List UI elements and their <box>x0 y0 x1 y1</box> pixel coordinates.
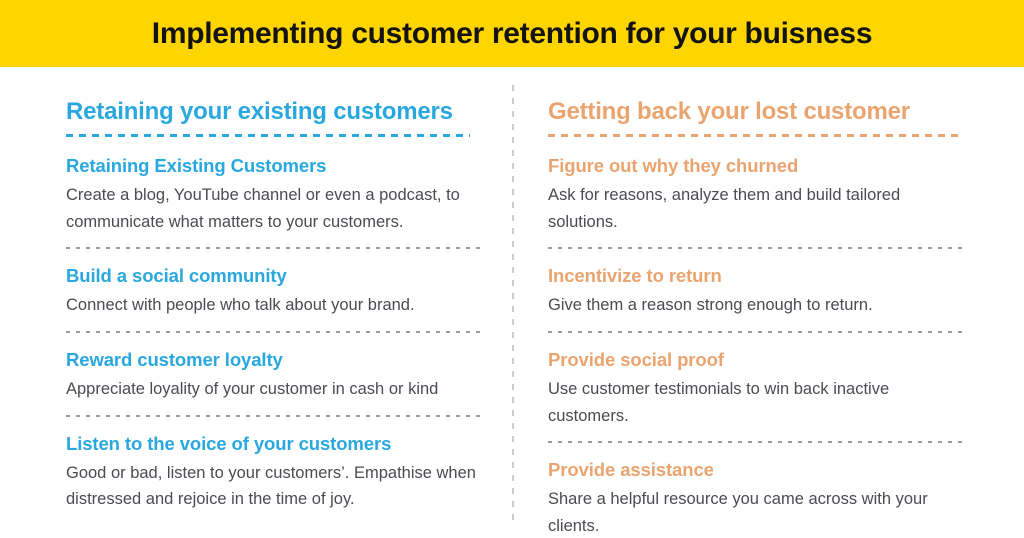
item-title: Build a social community <box>66 265 287 287</box>
dashed-separator <box>66 414 482 417</box>
content-columns: Retaining your existing customers Retain… <box>0 67 1024 538</box>
item-body: Use customer testimonials to win back in… <box>548 379 890 425</box>
column-heading: Getting back your lost customer <box>548 98 910 125</box>
column-heading: Retaining your existing customers <box>66 98 453 125</box>
item-title: Provide assistance <box>548 459 714 481</box>
page-title: Implementing customer retention for your… <box>151 16 873 50</box>
dashed-separator <box>66 247 482 250</box>
list-item: Listen to the voice of your customers Go… <box>66 433 482 513</box>
item-body: Good or bad, listen to your customers’. … <box>66 463 476 509</box>
item-title: Reward customer loyalty <box>66 348 283 370</box>
heading-dashed-underline <box>66 133 470 137</box>
dashed-separator <box>548 330 964 333</box>
item-title: Retaining Existing Customers <box>66 154 327 176</box>
list-item: Reward customer loyalty Appreciate loyal… <box>66 349 482 417</box>
dashed-separator <box>548 441 964 444</box>
item-body: Create a blog, YouTube channel or even a… <box>66 185 460 231</box>
item-title: Figure out why they churned <box>548 154 799 176</box>
heading-dashed-underline <box>548 133 964 137</box>
title-banner: Implementing customer retention for your… <box>0 0 1024 67</box>
item-title: Provide social proof <box>548 348 724 370</box>
vertical-dashed-divider <box>512 85 514 522</box>
list-item: Provide assistance Share a helpful resou… <box>548 459 964 538</box>
list-item: Incentivize to return Give them a reason… <box>548 265 964 333</box>
item-title: Incentivize to return <box>548 265 722 287</box>
dashed-separator <box>548 247 964 250</box>
list-item: Figure out why they churned Ask for reas… <box>548 154 964 250</box>
list-item: Retaining Existing Customers Create a bl… <box>66 154 482 250</box>
item-body: Ask for reasons, analyze them and build … <box>548 185 901 231</box>
item-body: Give them a reason strong enough to retu… <box>548 296 873 315</box>
dashed-separator <box>66 330 482 333</box>
column-lost-customers: Getting back your lost customer Figure o… <box>548 98 964 538</box>
item-body: Connect with people who talk about your … <box>66 296 415 315</box>
list-item: Provide social proof Use customer testim… <box>548 348 964 444</box>
column-retaining-customers: Retaining your existing customers Retain… <box>66 98 482 538</box>
item-title: Listen to the voice of your customers <box>66 432 392 454</box>
item-body: Appreciate loyality of your customer in … <box>66 379 439 398</box>
list-item: Build a social community Connect with pe… <box>66 265 482 333</box>
item-body: Share a helpful resource you came across… <box>548 490 928 536</box>
